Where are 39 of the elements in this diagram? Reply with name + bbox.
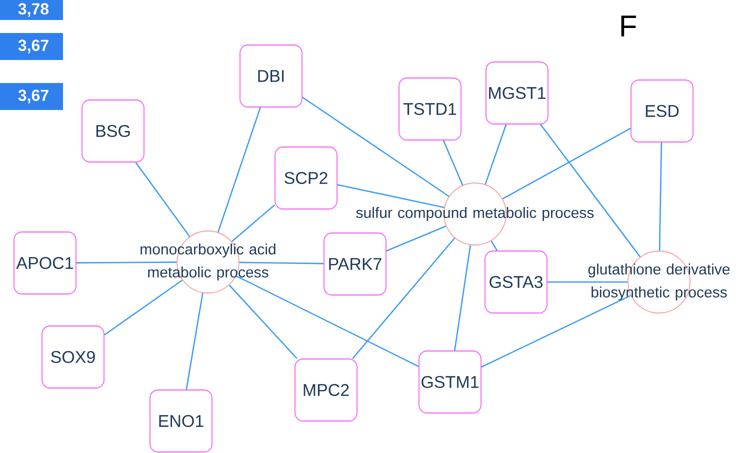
- connector-line: [502, 128, 631, 200]
- connector-line: [490, 240, 498, 251]
- connector-line: [540, 124, 641, 258]
- gene-box: SOX9: [42, 326, 104, 388]
- connector-line: [658, 142, 662, 251]
- value-bar: 3,67: [0, 33, 63, 60]
- connector-line: [217, 107, 261, 232]
- connector-line: [454, 245, 472, 351]
- gene-box: APOC1: [14, 232, 76, 294]
- gene-box: DBI: [240, 44, 302, 108]
- gene-box: GSTM1: [418, 350, 482, 414]
- connector-line: [547, 281, 628, 283]
- gene-box: ENO1: [150, 390, 212, 452]
- connector-line: [186, 292, 204, 390]
- gene-box: TSTD1: [398, 78, 462, 140]
- connector-line: [76, 262, 177, 264]
- connector-line: [236, 275, 419, 368]
- value-bar: 3,78: [0, 0, 63, 20]
- panel-letter: F: [621, 16, 636, 36]
- connector-line: [352, 238, 456, 359]
- connector-line: [231, 204, 275, 242]
- gene-box: MPC2: [294, 358, 358, 422]
- connector-line: [386, 226, 446, 252]
- connector-line: [481, 294, 631, 368]
- connector-line: [302, 96, 450, 197]
- connector-line: [442, 140, 464, 186]
- value-bar: 3,67: [0, 83, 63, 110]
- gene-box: ESD: [630, 80, 694, 142]
- connector-line: [484, 124, 507, 184]
- gene-box: MGST1: [486, 62, 548, 124]
- connector-line: [239, 262, 324, 264]
- connector-line: [104, 280, 183, 336]
- connector-line: [135, 162, 190, 237]
- connector-line: [337, 184, 444, 208]
- gene-box: GSTA3: [484, 250, 548, 314]
- gene-box: PARK7: [324, 232, 386, 296]
- gene-box: SCP2: [274, 146, 338, 210]
- gene-box: BSG: [82, 100, 144, 162]
- connector-line: [228, 284, 298, 359]
